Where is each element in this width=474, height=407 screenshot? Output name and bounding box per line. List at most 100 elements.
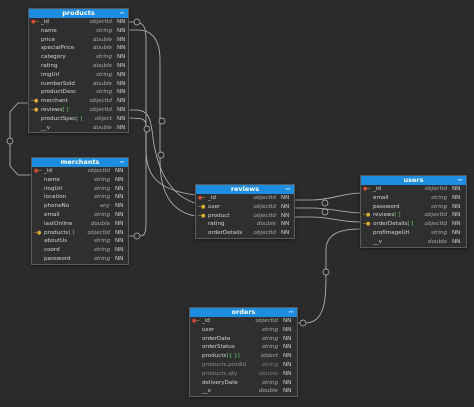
- foreign-key-icon: ─●: [31, 106, 39, 113]
- not-null-flag: NN: [117, 27, 126, 34]
- table-header[interactable]: users−: [361, 176, 466, 185]
- link-orders-users: [296, 228, 361, 324]
- not-null-flag: NN: [115, 229, 124, 236]
- table-header[interactable]: orders−: [190, 308, 297, 317]
- column-type: string: [93, 211, 110, 218]
- column-name: reviews[ ]: [373, 212, 401, 219]
- not-null-flag: NN: [281, 230, 290, 237]
- column-type: string: [261, 326, 278, 333]
- table-title: merchants: [60, 158, 100, 166]
- not-null-flag: NN: [283, 335, 292, 342]
- minimize-icon[interactable]: −: [285, 185, 291, 193]
- column-name: _id: [208, 195, 216, 201]
- array-bracket: [ ]: [407, 221, 414, 228]
- not-null-flag: NN: [452, 238, 461, 245]
- column-name: specialPrice: [41, 45, 75, 52]
- column-name: user: [208, 203, 221, 210]
- column-type: double: [92, 62, 112, 69]
- table-header[interactable]: reviews−: [196, 185, 294, 194]
- link-reviews-users-c: [293, 216, 361, 223]
- minimize-icon[interactable]: −: [119, 9, 125, 17]
- not-null-flag: NN: [452, 194, 461, 201]
- minimize-icon[interactable]: −: [288, 308, 294, 316]
- minimize-icon[interactable]: −: [119, 158, 125, 166]
- column-type: objectId: [89, 106, 112, 113]
- column-type: objectId: [87, 168, 110, 174]
- column-name: deliveryDate: [202, 379, 238, 386]
- column-name: reviews[ ]: [41, 106, 69, 113]
- column-type: double: [427, 238, 447, 245]
- cardinality-marker: [322, 268, 330, 276]
- not-null-flag: NN: [115, 211, 124, 218]
- minimize-icon[interactable]: −: [457, 176, 463, 184]
- column-name: name: [44, 176, 60, 183]
- column-type: double: [92, 36, 112, 43]
- column-type: objectId: [424, 221, 447, 228]
- table-header[interactable]: products−: [29, 9, 128, 18]
- cardinality-marker: [157, 151, 165, 159]
- column-name: lastOnline: [44, 220, 73, 227]
- column-name: products.qty: [202, 370, 238, 377]
- key-icon: ●─: [363, 186, 371, 192]
- not-null-flag: NN: [115, 176, 124, 183]
- table-header[interactable]: merchants −: [32, 158, 128, 167]
- column-type: objectId: [253, 212, 276, 219]
- column-type: string: [261, 379, 278, 386]
- cardinality-marker: [321, 208, 329, 216]
- column-name: products[{ }]: [202, 353, 240, 360]
- column-type: string: [93, 247, 110, 254]
- column-type: objectId: [253, 195, 276, 201]
- column-name: products[ ]: [44, 229, 75, 236]
